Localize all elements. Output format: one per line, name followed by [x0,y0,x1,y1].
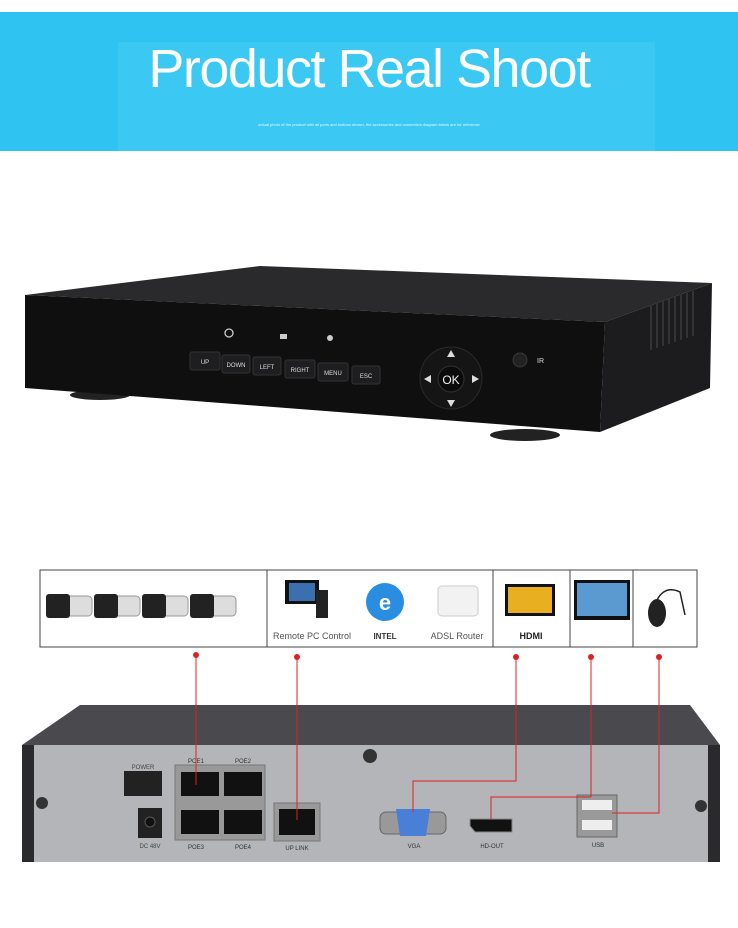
top-cover [22,705,720,745]
banner-inner-panel [118,42,655,151]
network-led-icon [327,335,333,341]
power-led-icon [224,328,234,338]
ok-button[interactable] [437,365,465,393]
arrow-up-icon [447,350,455,357]
arrow-left-icon [424,375,431,383]
poe3-label: POE3 [188,845,205,851]
connection-dots [193,652,662,660]
dc-label: DC 48V [139,844,160,850]
nvr-rear-view: POWER DC 48V POE1 POE2 POE3 POE4 UP LINK… [22,705,720,862]
vga-port[interactable] [396,809,430,836]
ir-receiver-icon [512,352,528,368]
connection-lines [195,655,660,820]
arrow-right-icon [472,375,479,383]
vga-label: VGA [408,844,421,850]
left-button[interactable] [252,356,282,376]
poe4-port[interactable] [224,810,262,834]
internet-explorer-icon [366,583,404,621]
poe1-port[interactable] [181,772,219,796]
right-button[interactable] [284,359,316,379]
connection-strip: Remote PC Control e INTEL ADSL Router HD… [39,569,698,648]
intel-label: INTEL [373,632,396,641]
ir-label: IR [537,358,544,365]
usb-label: USB [592,843,604,849]
remote-pc-label: Remote PC Control [273,631,351,641]
up-label: UP [201,360,209,366]
poe2-port[interactable] [224,772,262,796]
adsl-router-label: ADSL Router [431,631,484,641]
title-banner [0,12,738,151]
side-face [600,283,712,432]
top-cover [25,266,712,322]
screw-icon [363,749,377,763]
poe2-label: POE2 [235,759,252,765]
menu-button[interactable] [317,362,349,382]
mouse-icon [648,599,666,627]
menu-label: MENU [324,371,342,377]
uplink-label: UP LINK [285,846,308,852]
usb-port-2[interactable] [582,820,612,830]
svg-text:e: e [379,590,391,615]
power-switch[interactable] [124,771,162,796]
down-label: DOWN [227,363,246,369]
banner-subtitle: actual photo of the product with all por… [258,122,480,127]
page-title: Product Real Shoot [148,39,591,99]
front-buttons: UP DOWN LEFT RIGHT MENU ESC [189,351,381,385]
camera-icons [46,594,237,618]
esc-button[interactable] [351,365,381,385]
poe3-port[interactable] [181,810,219,834]
router-icon [437,585,479,617]
hdmi-port[interactable] [469,818,513,833]
down-button[interactable] [221,354,251,374]
hdout-label: HD-OUT [480,844,504,850]
arrow-down-icon [447,400,455,407]
ok-label: OK [442,373,459,387]
nvr-front-view: UP DOWN LEFT RIGHT MENU ESC OK IR [25,266,712,441]
camera-led-icon [280,334,287,339]
left-label: LEFT [260,365,275,371]
power-label: POWER [132,765,155,771]
esc-label: ESC [360,374,373,380]
hdmi-label: HDMI [520,631,543,641]
up-button[interactable] [189,351,221,371]
usb-port-1[interactable] [582,800,612,810]
poe4-label: POE4 [235,845,252,851]
right-label: RIGHT [291,368,310,374]
